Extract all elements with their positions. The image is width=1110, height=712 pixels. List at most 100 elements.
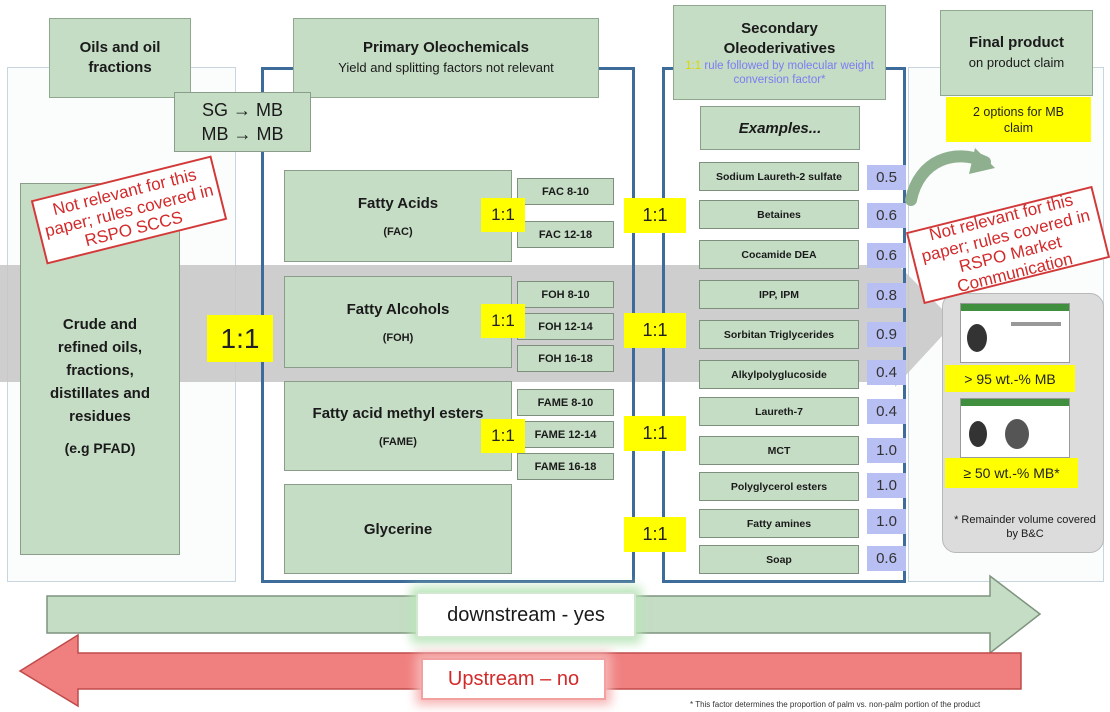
- primary-glycerine: Glycerine: [284, 484, 512, 574]
- ratio-foh-fractions: 1:1: [481, 304, 525, 338]
- example-row: Fatty amines: [699, 509, 859, 538]
- ratio-fame-secondary: 1:1: [624, 416, 686, 451]
- fraction-foh-16-18: FOH 16-18: [517, 345, 614, 372]
- ratio-foh-fractions-label: 1:1: [491, 311, 515, 330]
- curved-arrow: [905, 148, 995, 206]
- example-row: Polyglycerol esters: [699, 472, 859, 501]
- claim-50: ≥ 50 wt.-% MB*: [945, 458, 1078, 488]
- claim-50-label: ≥ 50 wt.-% MB*: [963, 465, 1060, 481]
- fraction-fame-16-18: FAME 16-18: [517, 453, 614, 480]
- ratio-fac-secondary: 1:1: [624, 198, 686, 233]
- examples-header-label: Examples...: [738, 119, 822, 137]
- header-secondary: Secondary Oleoderivatives 1:1 rule follo…: [673, 5, 886, 100]
- example-name: IPP, IPM: [758, 288, 800, 301]
- primary-fatty-alcohols: Fatty Alcohols (FOH): [284, 276, 512, 368]
- conversion-factor-value: 0.4: [876, 364, 897, 381]
- conversion-factor-value: 0.6: [876, 247, 897, 264]
- ratio-fame-secondary-label: 1:1: [642, 423, 668, 443]
- example-row: Cocamide DEA: [699, 240, 859, 269]
- conversion-factor-value: 0.4: [876, 403, 897, 420]
- header-primary-subtitle: Yield and splitting factors not relevant: [338, 60, 554, 75]
- example-row: MCT: [699, 436, 859, 465]
- secondary-ratio-prefix: 1:1: [685, 59, 702, 72]
- fame-abbr: (FAME): [379, 435, 417, 448]
- fraction-fame-12-14-label: FAME 12-14: [534, 428, 597, 441]
- conversion-factor-value: 0.6: [876, 550, 897, 567]
- fraction-foh-8-10-label: FOH 8-10: [541, 288, 590, 301]
- product-logo-icon: [969, 421, 987, 447]
- examples-header: Examples...: [700, 106, 860, 150]
- conversion-factor: 0.4: [867, 399, 906, 424]
- footnote: * This factor determines the proportion …: [690, 700, 1110, 712]
- product-label-image-1: [960, 303, 1070, 363]
- fraction-fac-12-18-label: FAC 12-18: [538, 228, 593, 241]
- ratio-crude-to-primary: 1:1: [207, 315, 273, 362]
- header-oils: Oils and oil fractions: [49, 18, 191, 98]
- sg-mb-box: SG → MB MB → MB: [174, 92, 311, 152]
- example-name: MCT: [767, 444, 791, 457]
- claim-95: > 95 wt.-% MB: [945, 365, 1075, 392]
- example-name: Polyglycerol esters: [730, 480, 828, 493]
- conversion-factor: 0.6: [867, 546, 906, 571]
- fraction-fame-8-10-label: FAME 8-10: [537, 396, 594, 409]
- fraction-fac-8-10: FAC 8-10: [517, 178, 614, 205]
- example-row: Soap: [699, 545, 859, 574]
- ratio-glycerine-secondary-label: 1:1: [642, 524, 668, 544]
- product-logo-icon: [1005, 419, 1029, 449]
- sg-to-mb-label: SG → MB: [201, 100, 283, 120]
- conversion-factor: 1.0: [867, 473, 906, 498]
- fatty-alcohols-label: Fatty Alcohols: [346, 300, 450, 318]
- example-name: Soap: [766, 553, 792, 566]
- header-secondary-label: Secondary Oleoderivatives: [723, 19, 836, 57]
- example-name: Betaines: [757, 208, 801, 221]
- fatty-acids-label: Fatty Acids: [357, 194, 439, 212]
- header-final-subtitle: on product claim: [968, 55, 1065, 70]
- example-row: Alkylpolyglucoside: [699, 360, 859, 389]
- header-oils-label: Oils and oil fractions: [79, 39, 161, 76]
- product-label-image-2: [960, 398, 1070, 458]
- crude-oils-text: Crude and refined oils, fractions, disti…: [49, 315, 151, 425]
- label-green-strip: [961, 304, 1069, 311]
- ratio-fame-fractions-label: 1:1: [491, 426, 515, 445]
- ratio-fac-fractions: 1:1: [481, 198, 525, 232]
- footnote-text: * This factor determines the proportion …: [690, 700, 981, 709]
- fraction-fame-12-14: FAME 12-14: [517, 421, 614, 448]
- conversion-factor: 0.6: [867, 243, 906, 268]
- example-name: Cocamide DEA: [741, 248, 817, 261]
- conversion-factor-value: 1.0: [876, 477, 897, 494]
- conversion-factor: 0.5: [867, 165, 906, 190]
- conversion-factor: 0.8: [867, 283, 906, 308]
- mb-claim-options-label: 2 options for MB claim: [972, 104, 1064, 135]
- ratio-glycerine-secondary: 1:1: [624, 517, 686, 552]
- fraction-foh-16-18-label: FOH 16-18: [538, 352, 593, 365]
- fame-label: Fatty acid methyl esters: [312, 404, 484, 422]
- example-row: Sorbitan Triglycerides: [699, 320, 859, 349]
- example-row: Laureth-7: [699, 397, 859, 426]
- conversion-factor: 0.9: [867, 322, 906, 347]
- claim-95-label: > 95 wt.-% MB: [964, 370, 1056, 387]
- fraction-foh-12-14-label: FOH 12-14: [538, 320, 593, 333]
- fatty-acids-abbr: (FAC): [383, 225, 413, 238]
- header-primary-label: Primary Oleochemicals: [363, 39, 529, 56]
- secondary-rule-text: rule followed by molecular weight conver…: [704, 59, 874, 86]
- fraction-fame-16-18-label: FAME 16-18: [534, 460, 597, 473]
- upstream-label: Upstream – no: [421, 658, 606, 700]
- conversion-factor: 0.4: [867, 360, 906, 385]
- conversion-factor: 1.0: [867, 509, 906, 534]
- label-text-line: [1011, 322, 1061, 326]
- fraction-fame-8-10: FAME 8-10: [517, 389, 614, 416]
- example-row: IPP, IPM: [699, 280, 859, 309]
- ratio-fame-fractions: 1:1: [481, 419, 525, 453]
- ratio-foh-secondary-label: 1:1: [642, 320, 668, 340]
- downstream-label: downstream - yes: [416, 592, 636, 638]
- header-primary: Primary Oleochemicals Yield and splittin…: [293, 18, 599, 98]
- example-name: Alkylpolyglucoside: [731, 368, 827, 381]
- example-name: Sorbitan Triglycerides: [723, 328, 835, 341]
- product-logo-icon: [967, 324, 987, 352]
- header-final: Final product on product claim: [940, 10, 1093, 96]
- fraction-foh-12-14: FOH 12-14: [517, 313, 614, 340]
- conversion-factor-value: 0.5: [876, 169, 897, 186]
- conversion-factor-value: 1.0: [876, 442, 897, 459]
- fraction-fac-12-18: FAC 12-18: [517, 221, 614, 248]
- crude-oils-example: (e.g PFAD): [64, 439, 136, 456]
